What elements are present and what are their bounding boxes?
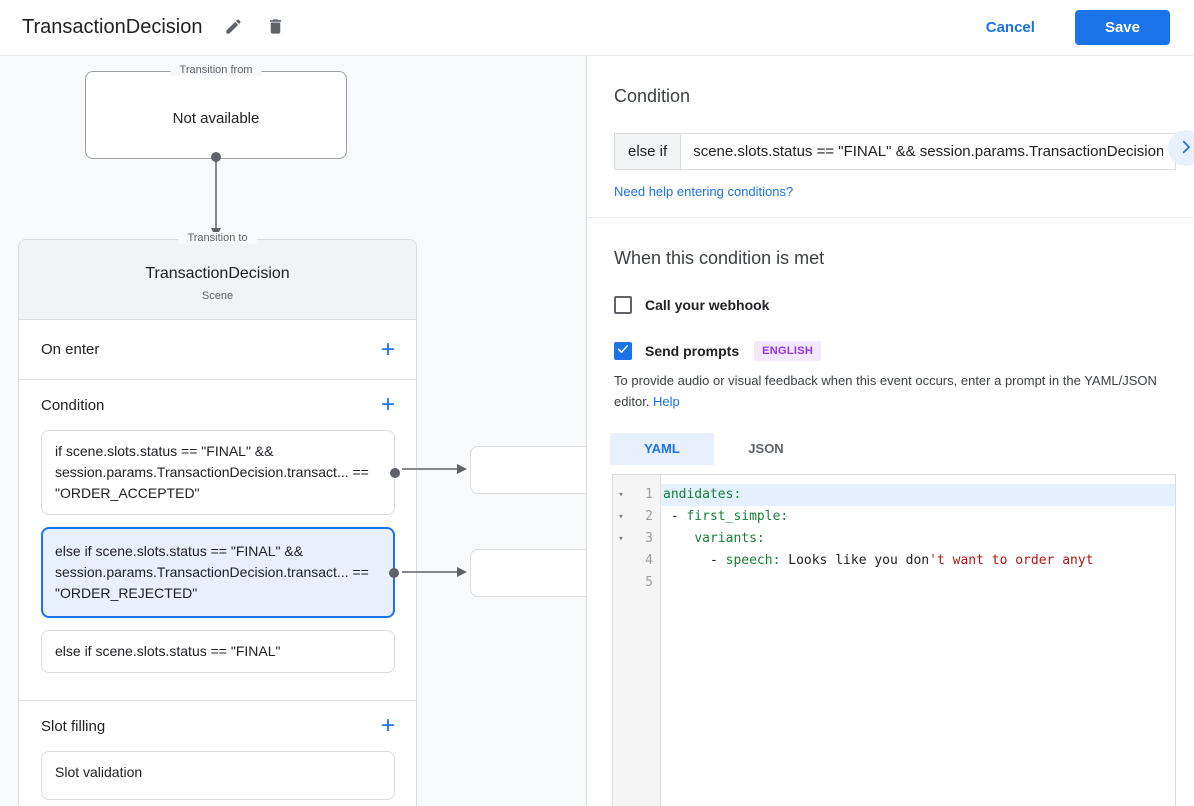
- code-token: variants:: [694, 530, 765, 546]
- condition-arrow-1: [402, 464, 467, 474]
- condition-editor-panel: Condition else if Need help entering con…: [586, 56, 1194, 806]
- cancel-button[interactable]: Cancel: [985, 19, 1035, 36]
- help-link[interactable]: Help: [653, 393, 680, 409]
- condition-expression-input[interactable]: [680, 133, 1176, 170]
- line-number: 4: [645, 553, 653, 569]
- editor-gutter: ▾ 1 ▾ 2 ▾ 3 4 5: [613, 474, 661, 806]
- code-token: 't want to order anyt: [929, 552, 1094, 568]
- scene-card: Transition to TransactionDecision Scene …: [18, 232, 417, 806]
- prompt-hint: To provide audio or visual feedback when…: [614, 371, 1176, 413]
- send-prompts-checkbox[interactable]: [614, 342, 632, 360]
- connector-dot[interactable]: [390, 467, 400, 478]
- main-area: Transition from Not available Transition…: [0, 56, 1194, 806]
- condition-section: Condition + if scene.slots.status == "FI…: [19, 379, 416, 700]
- conditions-help-link[interactable]: Need help entering conditions?: [614, 184, 794, 199]
- line-number: 2: [645, 509, 653, 525]
- code-line-3: variants:: [661, 528, 1175, 550]
- connector-dot[interactable]: [389, 567, 399, 578]
- code-line-2: - first_simple:: [661, 506, 1175, 528]
- transition-target-box-2[interactable]: [470, 549, 586, 597]
- code-line-1: andidates:: [661, 483, 1175, 506]
- scene-diagram-canvas: Transition from Not available Transition…: [0, 56, 586, 806]
- editor-code-area[interactable]: andidates: - first_simple: variants: - s…: [661, 475, 1175, 806]
- transition-from-value: Not available: [172, 110, 260, 127]
- prompt-hint-text: To provide audio or visual feedback when…: [614, 373, 1157, 409]
- trash-icon: [266, 17, 285, 39]
- transition-from-legend: Transition from: [170, 64, 262, 76]
- transition-target-box-1[interactable]: [470, 446, 586, 494]
- add-on-enter-button[interactable]: +: [380, 335, 395, 363]
- save-button[interactable]: Save: [1074, 10, 1170, 45]
- line-number: 3: [645, 531, 653, 547]
- code-token: andidates:: [663, 486, 742, 502]
- editor-tabs: YAML JSON: [610, 432, 1176, 465]
- fold-arrow-icon[interactable]: ▾: [618, 511, 624, 522]
- condition-card-text: else if scene.slots.status == "FINAL": [55, 643, 281, 659]
- page-title: TransactionDecision: [22, 16, 203, 38]
- condition-card-final[interactable]: else if scene.slots.status == "FINAL": [41, 630, 395, 673]
- code-token: [663, 531, 694, 546]
- transition-from-box: Transition from Not available: [85, 64, 347, 159]
- tab-json[interactable]: JSON: [714, 432, 818, 465]
- collapse-panel-button[interactable]: [1168, 130, 1194, 166]
- condition-arrow-2: [402, 567, 467, 577]
- scene-card-header[interactable]: TransactionDecision Scene: [19, 240, 416, 320]
- condition-card-text: if scene.slots.status == "FINAL" && sess…: [55, 443, 369, 501]
- transition-arrow-down: [211, 152, 221, 238]
- on-enter-label: On enter: [41, 341, 100, 358]
- scene-name: TransactionDecision: [145, 265, 290, 282]
- condition-card-accepted[interactable]: if scene.slots.status == "FINAL" && sess…: [41, 430, 400, 515]
- code-token: speech:: [725, 552, 781, 568]
- else-if-chip: else if: [614, 133, 681, 170]
- gutter-row: ▾ 2: [613, 506, 660, 528]
- webhook-row: Call your webhook: [614, 296, 1176, 314]
- condition-card-rejected-selected[interactable]: else if scene.slots.status == "FINAL" &&…: [41, 527, 399, 618]
- fold-arrow-icon[interactable]: ▾: [618, 533, 624, 544]
- panel-condition-title: Condition: [614, 86, 691, 106]
- call-webhook-label: Call your webhook: [645, 297, 770, 313]
- slot-filling-section: Slot filling + Slot validation: [19, 700, 416, 806]
- gutter-row: ▾ 3: [613, 528, 660, 550]
- language-badge: ENGLISH: [754, 341, 822, 361]
- edit-title-button[interactable]: [222, 17, 244, 39]
- code-token: Looks like you don: [780, 552, 930, 568]
- call-webhook-checkbox[interactable]: [614, 296, 632, 314]
- code-line-4: - speech: Looks like you don't want to o…: [661, 550, 1175, 572]
- checkmark-icon: [616, 342, 630, 361]
- line-number: 5: [645, 575, 653, 591]
- on-enter-section: On enter +: [19, 320, 416, 379]
- panel-divider: [587, 217, 1194, 218]
- send-prompts-label: Send prompts: [645, 343, 740, 359]
- fold-arrow-icon[interactable]: ▾: [618, 489, 624, 500]
- yaml-code-editor[interactable]: ▾ 1 ▾ 2 ▾ 3 4 5: [612, 473, 1176, 806]
- gutter-row: 5: [613, 572, 660, 594]
- slot-validation-card[interactable]: Slot validation: [41, 751, 395, 800]
- line-number: 1: [645, 487, 653, 503]
- gutter-row: 4: [613, 550, 660, 572]
- condition-card-text: else if scene.slots.status == "FINAL" &&…: [55, 543, 369, 601]
- slot-filling-label: Slot filling: [41, 717, 106, 735]
- pencil-icon: [224, 17, 243, 39]
- condition-input-group: else if: [614, 133, 1176, 170]
- scene-type-label: Scene: [201, 290, 234, 302]
- code-token: -: [663, 552, 726, 568]
- add-slot-button[interactable]: +: [380, 712, 395, 739]
- transition-to-legend: Transition to: [178, 232, 257, 244]
- add-condition-button[interactable]: +: [380, 391, 395, 418]
- send-prompts-row: Send prompts ENGLISH: [614, 341, 1176, 361]
- code-token: first_simple:: [686, 508, 789, 524]
- code-line-5: [661, 572, 1175, 594]
- condition-section-label: Condition: [41, 396, 105, 414]
- when-met-title: When this condition is met: [614, 248, 825, 268]
- gutter-row: ▾ 1: [613, 484, 660, 506]
- code-token: -: [663, 508, 687, 524]
- chevron-right-icon: [1177, 138, 1194, 159]
- top-bar: TransactionDecision Cancel Save: [0, 0, 1194, 56]
- tab-yaml[interactable]: YAML: [610, 432, 714, 465]
- delete-scene-button[interactable]: [264, 17, 286, 39]
